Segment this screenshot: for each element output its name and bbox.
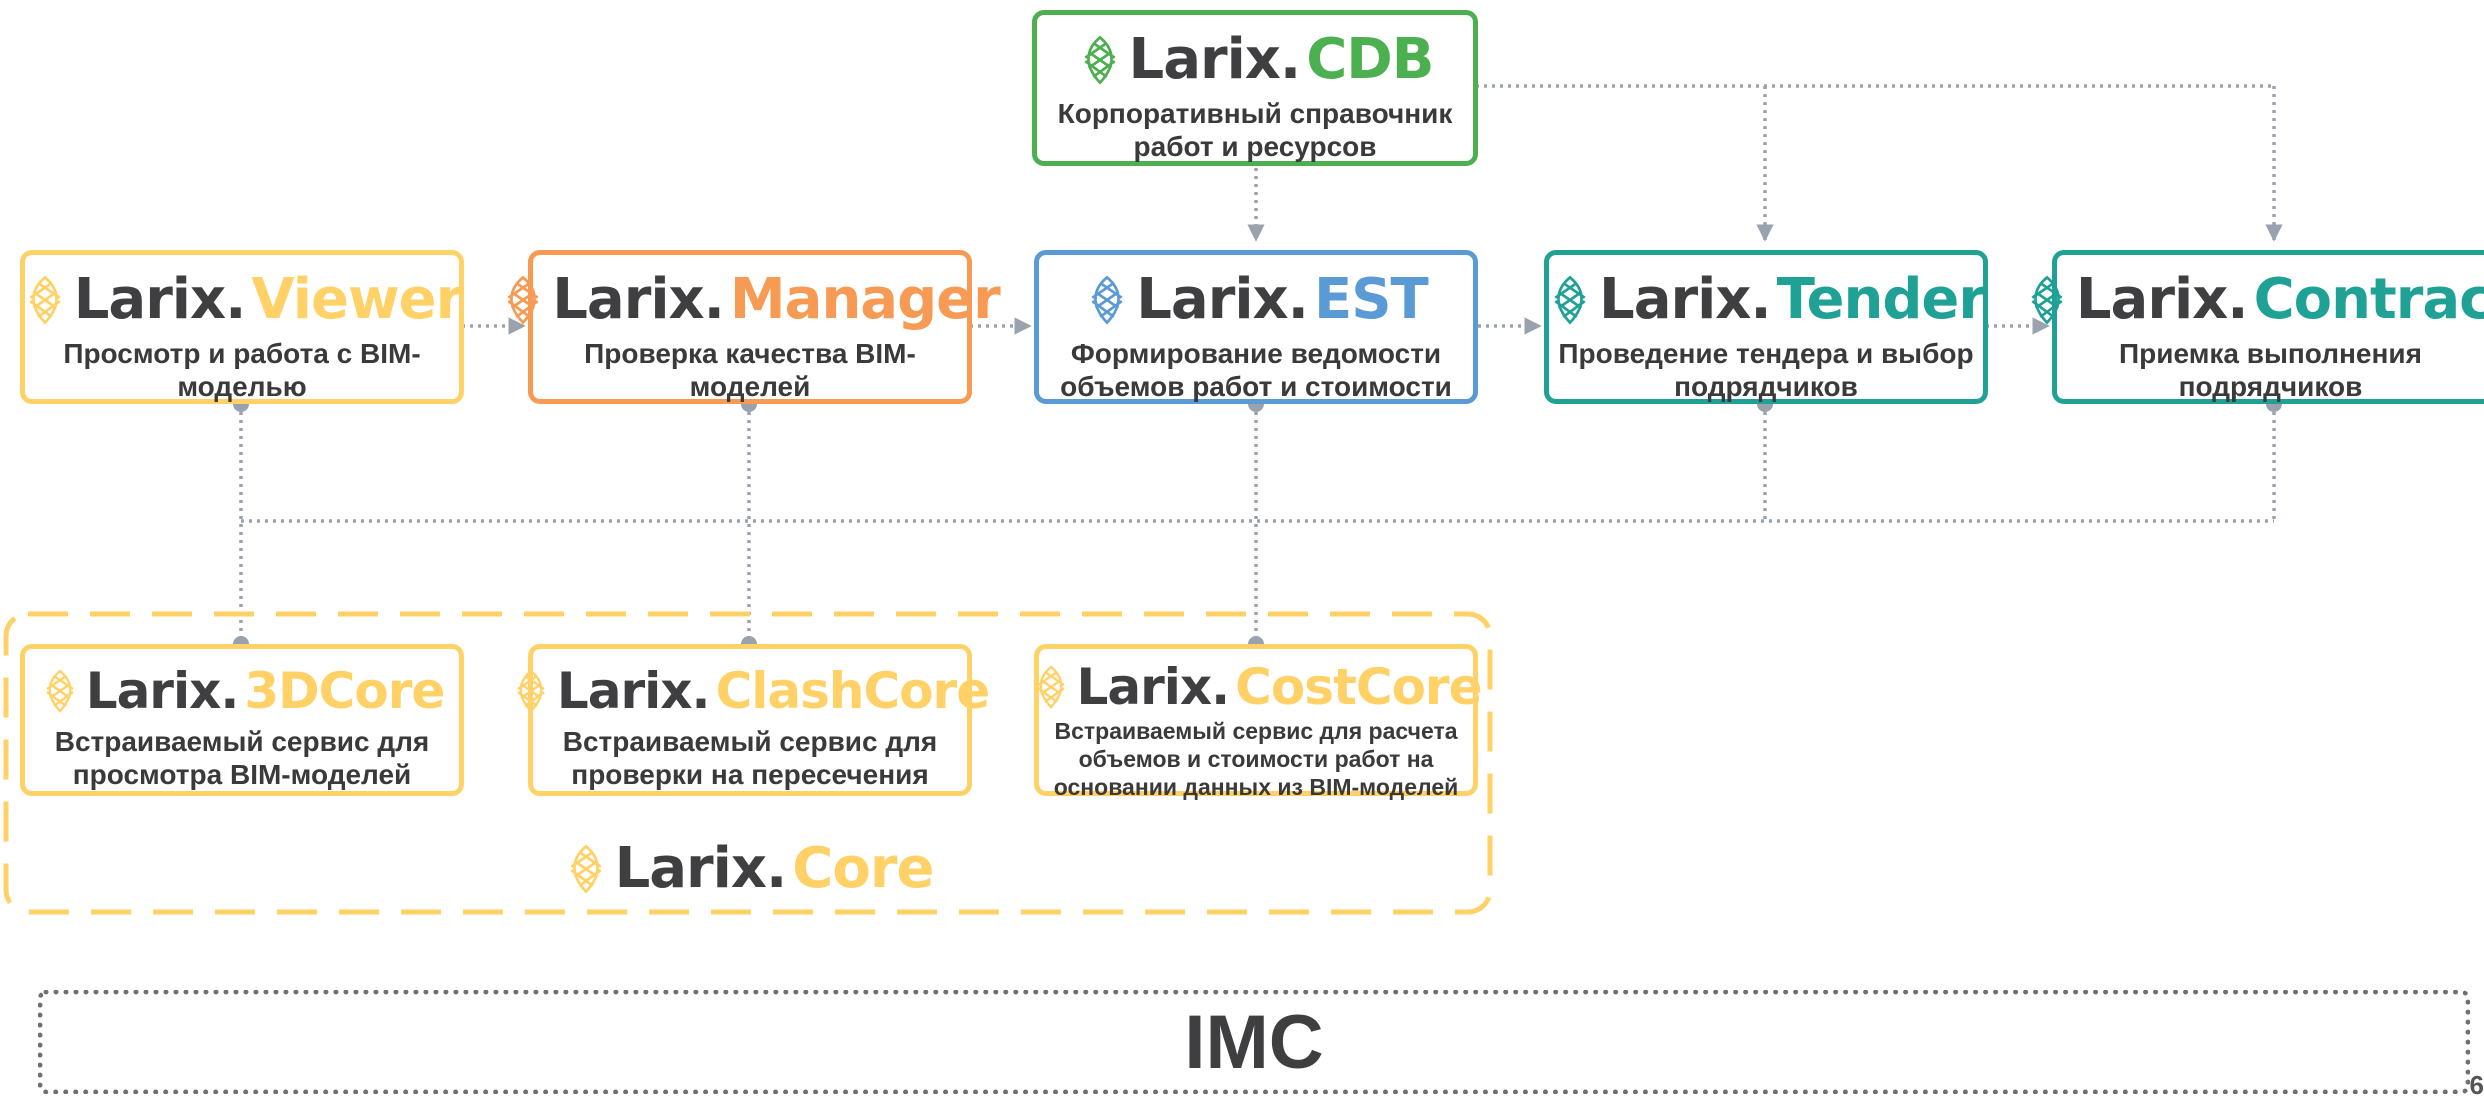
est-card: Larix.EST Формирование ведомости объемов… <box>1034 250 1478 404</box>
manager-name: Manager <box>729 267 1001 332</box>
viewer-description: Просмотр и работа с BIM-моделью <box>63 338 421 402</box>
3dcore-name: 3DCore <box>244 662 445 720</box>
pine-cone-icon <box>2031 275 2063 325</box>
3dcore-brand: Larix. <box>85 662 240 720</box>
costcore-logo: Larix.CostCore <box>1031 658 1483 716</box>
viewer-name: Viewer <box>251 267 463 332</box>
cdb-description: Корпоративный справочник работ и ресурсо… <box>1057 98 1453 162</box>
cdb-name: CDB <box>1306 27 1434 92</box>
costcore-brand: Larix. <box>1076 658 1231 716</box>
tender-brand: Larix. <box>1599 267 1772 332</box>
clashcore-description: Встраиваемый сервис для проверки на пере… <box>562 726 938 790</box>
pine-cone-icon <box>1036 665 1065 709</box>
pine-cone-icon <box>1084 35 1116 85</box>
contract-name: Contract <box>2253 267 2484 332</box>
pine-cone-icon <box>29 275 61 325</box>
costcore-name: CostCore <box>1235 658 1482 716</box>
tender-description: Проведение тендера и выбор подрядчиков <box>1558 338 1974 402</box>
pine-cone-icon <box>507 275 539 325</box>
3dcore-logo: Larix.3DCore <box>40 663 445 719</box>
manager-description: Проверка качества BIM-моделей <box>584 338 916 402</box>
clashcore-name: ClashCore <box>715 662 991 720</box>
est-name: EST <box>1313 267 1429 332</box>
imc-label: IMC <box>1184 999 1324 1085</box>
manager-card: Larix.Manager Проверка качества BIM-моде… <box>507 250 1001 404</box>
cdb-brand: Larix. <box>1128 27 1302 92</box>
clashcore-logo: Larix.ClashCore <box>511 662 991 720</box>
imc-box: IMC <box>38 990 2470 1094</box>
3dcore-description: Встраиваемый сервис для просмотра BIM-мо… <box>54 726 430 790</box>
viewer-brand: Larix. <box>73 267 247 332</box>
cdb-logo: Larix.CDB <box>1077 29 1434 91</box>
contract-logo: Larix.Contract <box>2024 269 2484 331</box>
core-brand: Larix. <box>614 836 788 901</box>
viewer-card: Larix.Viewer Просмотр и работа с BIM-мод… <box>20 250 464 404</box>
pine-cone-icon <box>45 669 74 713</box>
pine-cone-icon <box>1091 275 1123 325</box>
pine-cone-icon <box>570 844 602 894</box>
3dcore-card: Larix.3DCore Встраиваемый сервис для про… <box>20 644 464 796</box>
est-logo: Larix.EST <box>1084 267 1429 332</box>
tender-card: Larix.Tender Проведение тендера и выбор … <box>1544 250 1988 404</box>
manager-brand: Larix. <box>552 267 725 332</box>
est-brand: Larix. <box>1136 267 1309 332</box>
core-group-label: Larix.Core <box>0 838 1496 900</box>
manager-logo: Larix.Manager <box>500 267 1001 332</box>
clashcore-brand: Larix. <box>556 662 711 720</box>
cdb-card: Larix.CDB Корпоративный справочник работ… <box>1032 10 1478 166</box>
tender-logo: Larix.Tender <box>1547 267 1986 332</box>
costcore-description: Встраиваемый сервис для расчета объемов … <box>1053 718 1459 800</box>
contract-brand: Larix. <box>2075 267 2249 332</box>
core-name: Core <box>792 836 934 901</box>
tender-name: Tender <box>1776 267 1986 332</box>
viewer-logo: Larix.Viewer <box>22 269 463 331</box>
core-logo: Larix.Core <box>563 838 934 900</box>
core-group-border <box>3 611 1493 915</box>
page-number: 6 <box>2469 1070 2484 1100</box>
costcore-card: Larix.CostCore Встраиваемый сервис для р… <box>1034 644 1483 800</box>
est-description: Формирование ведомости объемов работ и с… <box>1060 338 1452 402</box>
clashcore-card: Larix.ClashCore Встраиваемый сервис для … <box>517 644 990 796</box>
pine-cone-icon <box>1554 275 1586 325</box>
contract-card: Larix.Contract Приемка выполнения подряд… <box>2031 250 2484 404</box>
contract-description: Приемка выполнения подрядчиков <box>2119 338 2422 402</box>
pine-cone-icon <box>517 669 545 713</box>
